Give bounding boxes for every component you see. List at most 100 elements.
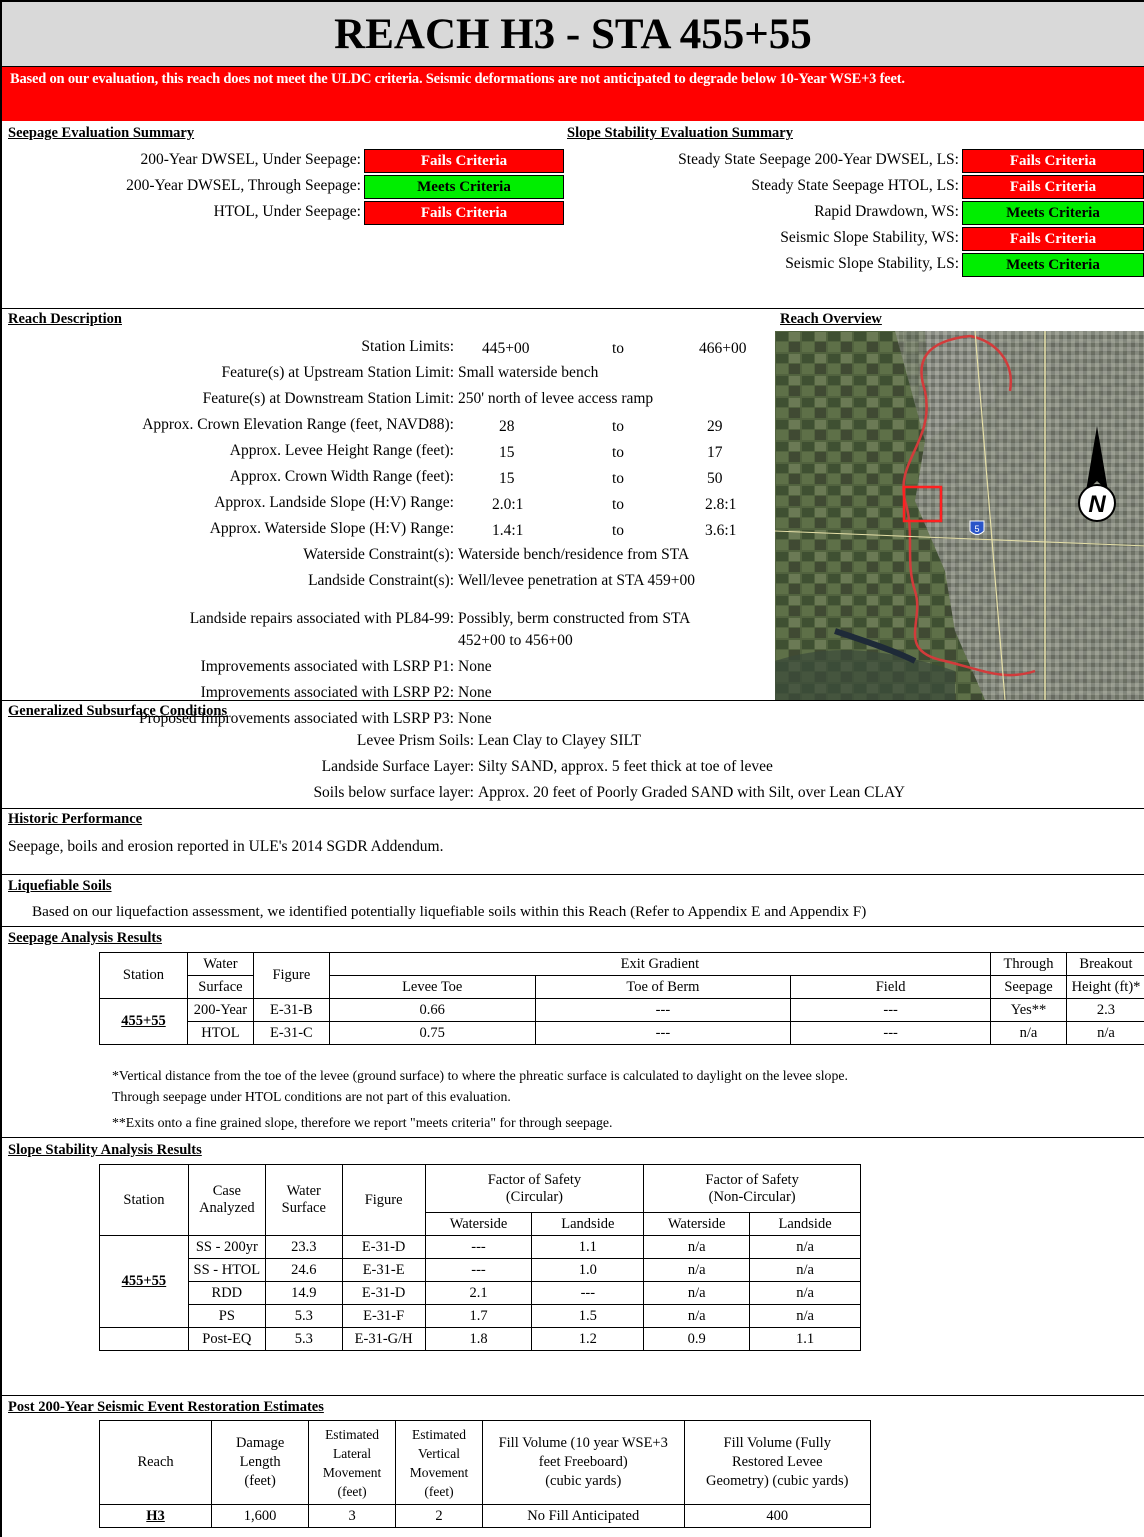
cell: 1.5	[531, 1304, 645, 1328]
reach-cell: H3	[98, 1504, 213, 1528]
cell: E-31-B	[252, 998, 330, 1022]
divider	[2, 1137, 1144, 1138]
landside-slope-label: Approx. Landside Slope (H:V) Range:	[214, 494, 454, 511]
col-circular-waterside: Waterside	[424, 1212, 533, 1236]
col-figure: Figure	[252, 952, 330, 999]
cell: E-31-G/H	[341, 1327, 426, 1351]
slope-results-heading: Slope Stability Analysis Results	[8, 1142, 202, 1158]
slope-status-2: Fails Criteria	[962, 175, 1144, 199]
cell: 1.2	[531, 1327, 645, 1351]
cell: n/a	[643, 1304, 751, 1328]
col-breakout-2: Height (ft)*	[1065, 975, 1144, 999]
historic-heading: Historic Performance	[8, 811, 143, 827]
lsrp-p2-label: Improvements associated with LSRP P2:	[200, 684, 454, 701]
cell: SS - 200yr	[187, 1235, 266, 1259]
divider	[2, 926, 1144, 927]
crown-width-to-word: to	[612, 470, 625, 487]
seepage-status-3: Fails Criteria	[364, 201, 564, 225]
waterside-slope-label: Approx. Waterside Slope (H:V) Range:	[209, 520, 454, 537]
col-noncircular-landside: Landside	[749, 1212, 861, 1236]
col-through-2: Seepage	[990, 975, 1067, 999]
col-figure: Figure	[341, 1164, 426, 1236]
reach-overview-map: N 5	[775, 331, 1144, 700]
col-fos-noncircular: Factor of Safety(Non-Circular)	[643, 1164, 861, 1213]
col-water: Water	[186, 952, 254, 976]
col-toe-of-berm: Toe of Berm	[534, 975, 792, 999]
divider	[2, 874, 1144, 875]
cell: 5.3	[264, 1304, 343, 1328]
cell: No Fill Anticipated	[481, 1504, 685, 1528]
divider	[2, 808, 1144, 809]
col-fos-circular: Factor of Safety(Circular)	[424, 1164, 645, 1213]
cell: RDD	[187, 1281, 266, 1305]
seepage-note-3: **Exits onto a fine grained slope, there…	[112, 1115, 613, 1130]
lsrp-p1-label: Improvements associated with LSRP P1:	[200, 658, 454, 675]
subsurface-heading: Generalized Subsurface Conditions	[8, 703, 228, 719]
cell: 5.3	[264, 1327, 343, 1351]
col-water-2: Surface	[186, 975, 254, 999]
table-row: 455+55 200-Year E-31-B 0.66 --- --- Yes*…	[99, 998, 1144, 1045]
cell: n/a	[749, 1281, 861, 1305]
divider	[2, 308, 1144, 309]
upstream-feature-label: Feature(s) at Upstream Station Limit:	[221, 364, 454, 381]
downstream-feature-value: 250' north of levee access ramp	[458, 390, 654, 407]
slope-status-5: Meets Criteria	[962, 253, 1144, 277]
col-through: Through	[990, 952, 1067, 976]
landside-slope-to: 2.8:1	[705, 496, 737, 513]
page-title: REACH H3 - STA 455+55	[2, 2, 1144, 67]
cell: n/a	[990, 1021, 1067, 1045]
cell: 24.6	[264, 1258, 343, 1282]
crown-width-from: 15	[499, 470, 515, 487]
col-station: Station	[99, 1164, 189, 1236]
cell: n/a	[749, 1304, 861, 1328]
waterside-constraint-value: Waterside bench/residence from STA	[458, 546, 690, 563]
map-image: N 5	[775, 331, 1144, 700]
slope-status-4: Fails Criteria	[962, 227, 1144, 251]
station-limits-from: 445+00	[482, 340, 530, 357]
waterside-slope-to-word: to	[612, 522, 625, 539]
lsrp-p3-value: None	[458, 710, 492, 727]
seepage-label-3: HTOL, Under Seepage:	[213, 203, 361, 220]
cell: 0.9	[643, 1327, 751, 1351]
cell: HTOL	[186, 1021, 254, 1045]
cell: ---	[534, 998, 792, 1022]
cell: 23.3	[264, 1235, 343, 1259]
cell: E-31-D	[341, 1281, 426, 1305]
divider	[2, 700, 1144, 701]
levee-height-from: 15	[499, 444, 515, 461]
cell: ---	[424, 1258, 533, 1282]
slope-label-4: Seismic Slope Stability, WS:	[780, 229, 959, 246]
slope-status-1: Fails Criteria	[962, 149, 1144, 173]
seepage-status-2: Meets Criteria	[364, 175, 564, 199]
cell: 3	[308, 1504, 397, 1528]
downstream-feature-label: Feature(s) at Downstream Station Limit:	[202, 390, 454, 407]
pl84-value: Possibly, berm constructed from STA	[458, 610, 691, 627]
col-station: Station	[99, 952, 188, 999]
station-cell: 455+55	[99, 1235, 189, 1328]
table-row: Post-EQ 5.3 E-31-G/H 1.8 1.2 0.9 1.1	[99, 1327, 861, 1351]
slope-summary-heading: Slope Stability Evaluation Summary	[567, 125, 793, 141]
levee-height-to-word: to	[612, 444, 625, 461]
crown-width-label: Approx. Crown Width Range (feet):	[229, 468, 454, 485]
seepage-results-table: Station Water Figure Exit Gradient Throu…	[99, 952, 1144, 1045]
levee-height-to: 17	[707, 444, 723, 461]
slope-label-2: Steady State Seepage HTOL, LS:	[751, 177, 959, 194]
restoration-heading: Post 200-Year Seismic Event Restoration …	[8, 1399, 324, 1415]
cell: 1,600	[211, 1504, 310, 1528]
below-surface-label: Soils below surface layer:	[313, 784, 474, 801]
table-row: HTOL E-31-C 0.75 --- --- n/a n/a	[100, 1021, 1144, 1045]
seepage-note-2: Through seepage under HTOL conditions ar…	[112, 1089, 511, 1104]
seepage-summary-heading: Seepage Evaluation Summary	[8, 125, 195, 141]
table-row: H3 1,600 3 2 No Fill Anticipated 400	[98, 1504, 872, 1528]
waterside-slope-to: 3.6:1	[705, 522, 737, 539]
cell: ---	[790, 998, 992, 1022]
cell: ---	[424, 1235, 533, 1259]
crown-elevation-from: 28	[499, 418, 515, 435]
cell: n/a	[749, 1235, 861, 1259]
cell: n/a	[749, 1258, 861, 1282]
